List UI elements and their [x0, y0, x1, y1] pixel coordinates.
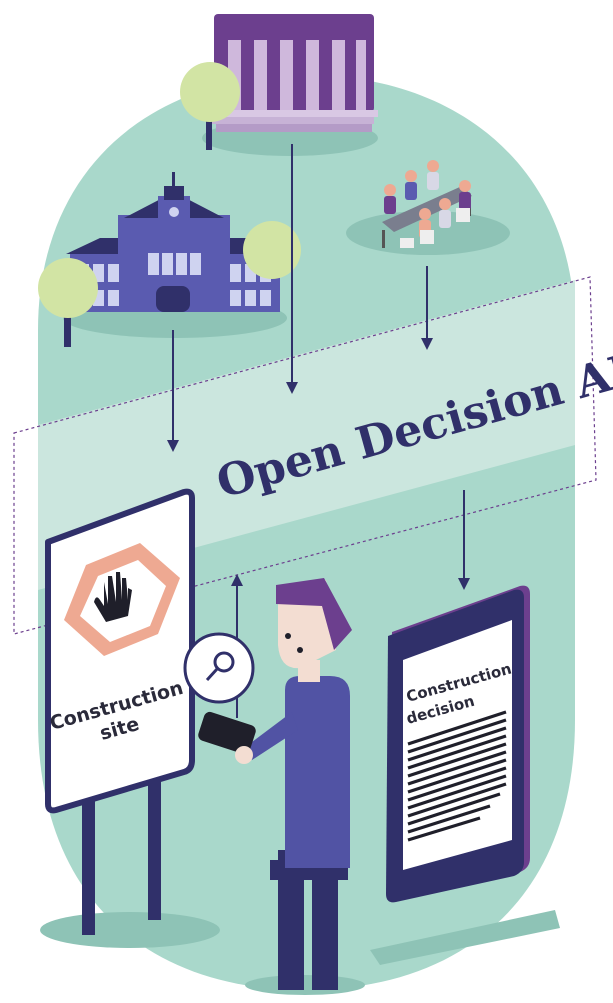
document-text-lines [407, 710, 507, 842]
government-building-icon [202, 14, 378, 156]
person-figure [198, 578, 352, 990]
api-band-dotted-outline [13, 276, 597, 635]
construction-sign: Construction site [45, 488, 195, 935]
tree-icon [180, 62, 240, 150]
tree-icon-left [38, 258, 98, 347]
council-meeting-icon [346, 160, 510, 255]
sign-shadow [40, 912, 220, 948]
city-hall-icon [63, 172, 287, 338]
phone-icon [198, 711, 256, 755]
person-hair [276, 578, 352, 650]
decision-tablet: Construction decision [386, 585, 530, 903]
tree-icon-right [243, 221, 301, 279]
stop-hand-icon [64, 543, 180, 656]
person-shadow [245, 975, 365, 995]
tablet-shadow [370, 910, 560, 965]
magnifier-icon [183, 632, 255, 704]
